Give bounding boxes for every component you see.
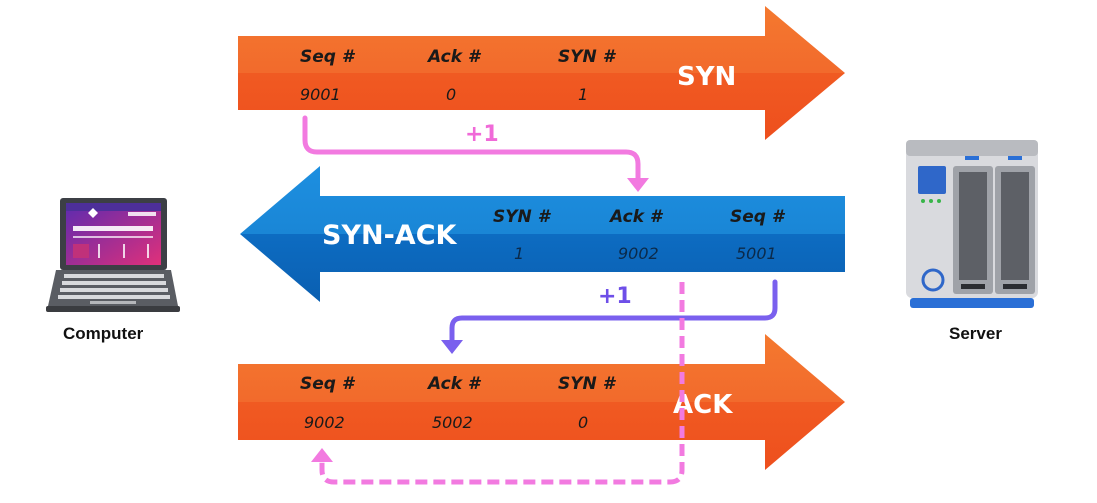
syn-value-seq: 9001 [300, 85, 341, 104]
ack-value-seq: 9002 [304, 413, 345, 432]
syn-label: SYN [677, 62, 736, 92]
syn-ack-label: SYN-ACK [322, 220, 458, 251]
arrowhead-icon [311, 448, 333, 462]
arrowhead-icon [441, 340, 463, 354]
increment-connector-2: +1 [441, 279, 778, 354]
server-label: Server [949, 324, 1002, 343]
computer-icon [46, 198, 180, 312]
syn-ack-arrow: SYN-ACK SYN # Ack # Seq # 1 9002 5001 [240, 166, 845, 302]
ack-value-ack: 5002 [432, 413, 473, 432]
syn-ack-header-ack: Ack # [608, 207, 664, 227]
ack-header-syn: SYN # [558, 374, 617, 394]
ack-header-ack: Ack # [426, 374, 482, 394]
increment-connector-1: +1 [302, 115, 649, 192]
syn-header-seq: Seq # [300, 47, 356, 67]
syn-value-ack: 0 [446, 85, 456, 104]
syn-ack-value-syn: 1 [514, 244, 524, 263]
increment-label-1: +1 [465, 122, 499, 147]
dashed-connector [311, 282, 685, 485]
arrowhead-icon [627, 178, 649, 192]
syn-header-ack: Ack # [426, 47, 482, 67]
syn-header-syn: SYN # [558, 47, 617, 67]
ack-header-seq: Seq # [300, 374, 356, 394]
syn-ack-header-seq: Seq # [730, 207, 786, 227]
syn-ack-value-seq: 5001 [736, 244, 777, 263]
ack-value-syn: 0 [578, 413, 588, 432]
syn-value-syn: 1 [578, 85, 588, 104]
computer-label: Computer [63, 324, 144, 343]
syn-ack-value-ack: 9002 [618, 244, 659, 263]
ack-arrow: Seq # Ack # SYN # 9002 5002 0 ACK [238, 334, 845, 470]
increment-label-2: +1 [598, 284, 632, 309]
server-icon [906, 140, 1038, 308]
syn-arrow: Seq # Ack # SYN # 9001 0 1 SYN [238, 6, 845, 140]
syn-ack-header-syn: SYN # [493, 207, 552, 227]
